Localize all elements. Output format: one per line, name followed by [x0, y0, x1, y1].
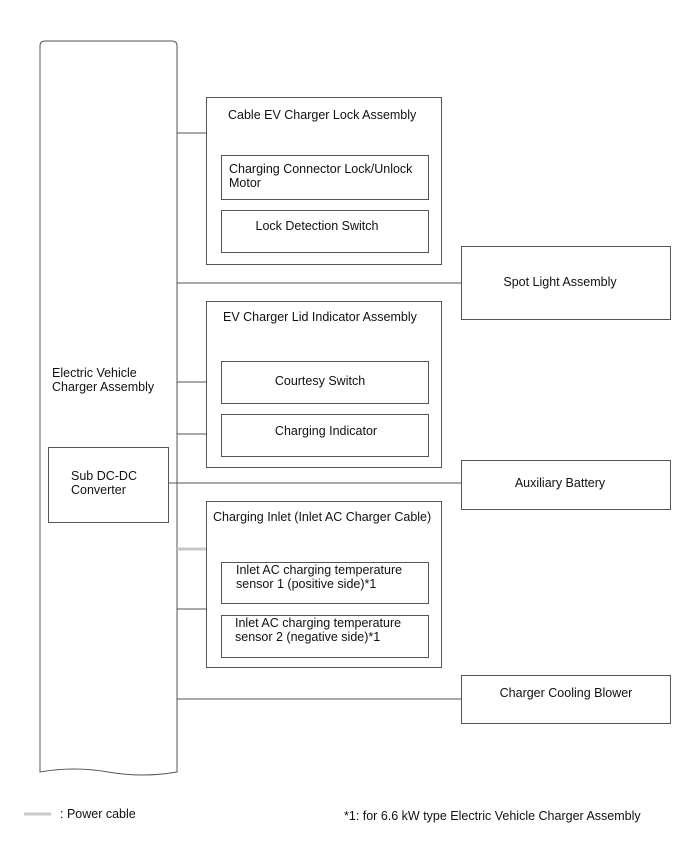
footnote: *1: for 6.6 kW type Electric Vehicle Cha… [344, 809, 641, 823]
charging-indicator-box [221, 414, 429, 457]
lock-motor-label: Charging Connector Lock/Unlock Motor [229, 162, 412, 190]
courtesy-switch-label: Courtesy Switch [274, 374, 366, 388]
charging-inlet-title: Charging Inlet (Inlet AC Charger Cable) [213, 510, 432, 524]
lock-detection-switch-box [221, 210, 429, 253]
temp-sensor-1-label-line1: Inlet AC charging temperature [236, 563, 403, 577]
lock-motor-label-line2: Motor [229, 176, 261, 190]
temp-sensor-2-box [221, 615, 429, 658]
temp-sensor-2-label-line1: Inlet AC charging temperature [235, 616, 402, 630]
sub-dcdc-converter-box [48, 447, 169, 523]
sub-dcdc-label-line1: Sub DC-DC [71, 469, 137, 483]
temp-sensor-1-box [221, 562, 429, 604]
main-unit-label: Electric Vehicle Charger Assembly [52, 366, 154, 394]
courtesy-switch-box [221, 361, 429, 404]
spot-light-assembly-box [461, 246, 671, 320]
temp-sensor-1-label-line2: sensor 1 (positive side)*1 [236, 577, 377, 591]
temp-sensor-2-label: Inlet AC charging temperature sensor 2 (… [235, 616, 401, 644]
lid-indicator-assembly-title: EV Charger Lid Indicator Assembly [223, 310, 417, 324]
charger-cooling-blower-label: Charger Cooling Blower [499, 686, 633, 700]
main-unit-label-line1: Electric Vehicle [52, 366, 137, 380]
auxiliary-battery-label: Auxiliary Battery [514, 476, 606, 490]
lock-motor-label-line1: Charging Connector Lock/Unlock [229, 162, 413, 176]
lock-detection-switch-label: Lock Detection Switch [255, 219, 379, 233]
main-unit-outline [39, 40, 178, 776]
sub-dcdc-label-line2: Converter [71, 483, 126, 497]
temp-sensor-2-label-line2: sensor 2 (negative side)*1 [235, 630, 381, 644]
lock-motor-box [221, 155, 429, 200]
auxiliary-battery-box [461, 460, 671, 510]
sub-dcdc-converter-label: Sub DC-DC Converter [71, 469, 137, 497]
spot-light-assembly-label: Spot Light Assembly [503, 275, 617, 289]
main-unit-label-line2: Charger Assembly [52, 380, 155, 394]
temp-sensor-1-label: Inlet AC charging temperature sensor 1 (… [236, 563, 402, 591]
cable-lock-assembly-title: Cable EV Charger Lock Assembly [228, 108, 417, 122]
charger-cooling-blower-box [461, 675, 671, 724]
legend-power-cable-label: : Power cable [60, 807, 136, 821]
charging-indicator-label: Charging Indicator [274, 424, 378, 438]
